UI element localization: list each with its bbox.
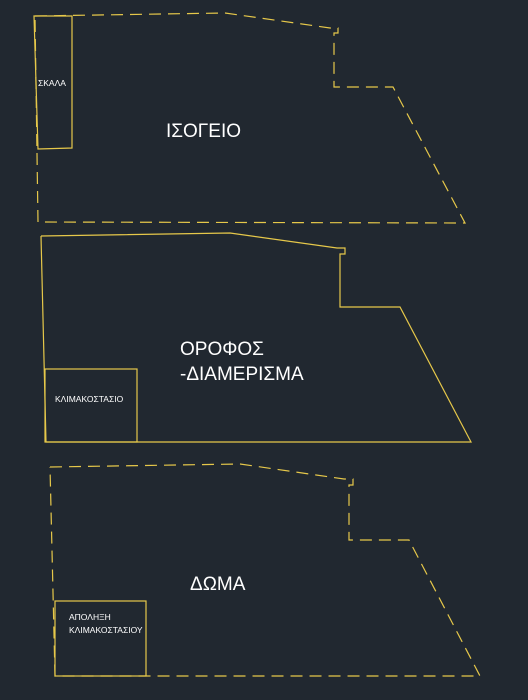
upper-floor-title-line2: -ΔΙΑΜΕΡΙΣΜΑ [180,364,304,385]
upper-floor-outline [40,232,472,443]
upper-floor-stair-label: ΚΛΙΜΑΚΟΣΤΑΣΙΟ [55,394,124,404]
ground-floor-plan: ΣΚΑΛΑ ΙΣΟΓΕΙΟ [33,12,466,224]
upper-floor-plan: ΚΛΙΜΑΚΟΣΤΑΣΙΟ ΟΡΟΦΟΣ -ΔΙΑΜΕΡΙΣΜΑ [40,232,472,443]
roof-plan: ΑΠΟΛΗΞΗ ΚΛΙΜΑΚΟΣΤΑΣΙΟΥ ΔΩΜΑ [49,463,481,677]
ground-floor-title: ΙΣΟΓΕΙΟ [166,121,241,142]
roof-title: ΔΩΜΑ [190,574,246,595]
ground-floor-stair-outline [33,15,73,150]
upper-floor-stair-outline [44,368,138,443]
roof-stair-outline [54,600,147,677]
ground-floor-outline [34,12,466,224]
roof-stair-label-line2: ΚΛΙΜΑΚΟΣΤΑΣΙΟΥ [69,625,143,635]
roof-stair-label-line1: ΑΠΟΛΗΞΗ [69,612,111,622]
upper-floor-title-line1: ΟΡΟΦΟΣ [180,339,264,360]
ground-floor-stair-label: ΣΚΑΛΑ [38,78,66,88]
roof-outline [49,463,481,677]
